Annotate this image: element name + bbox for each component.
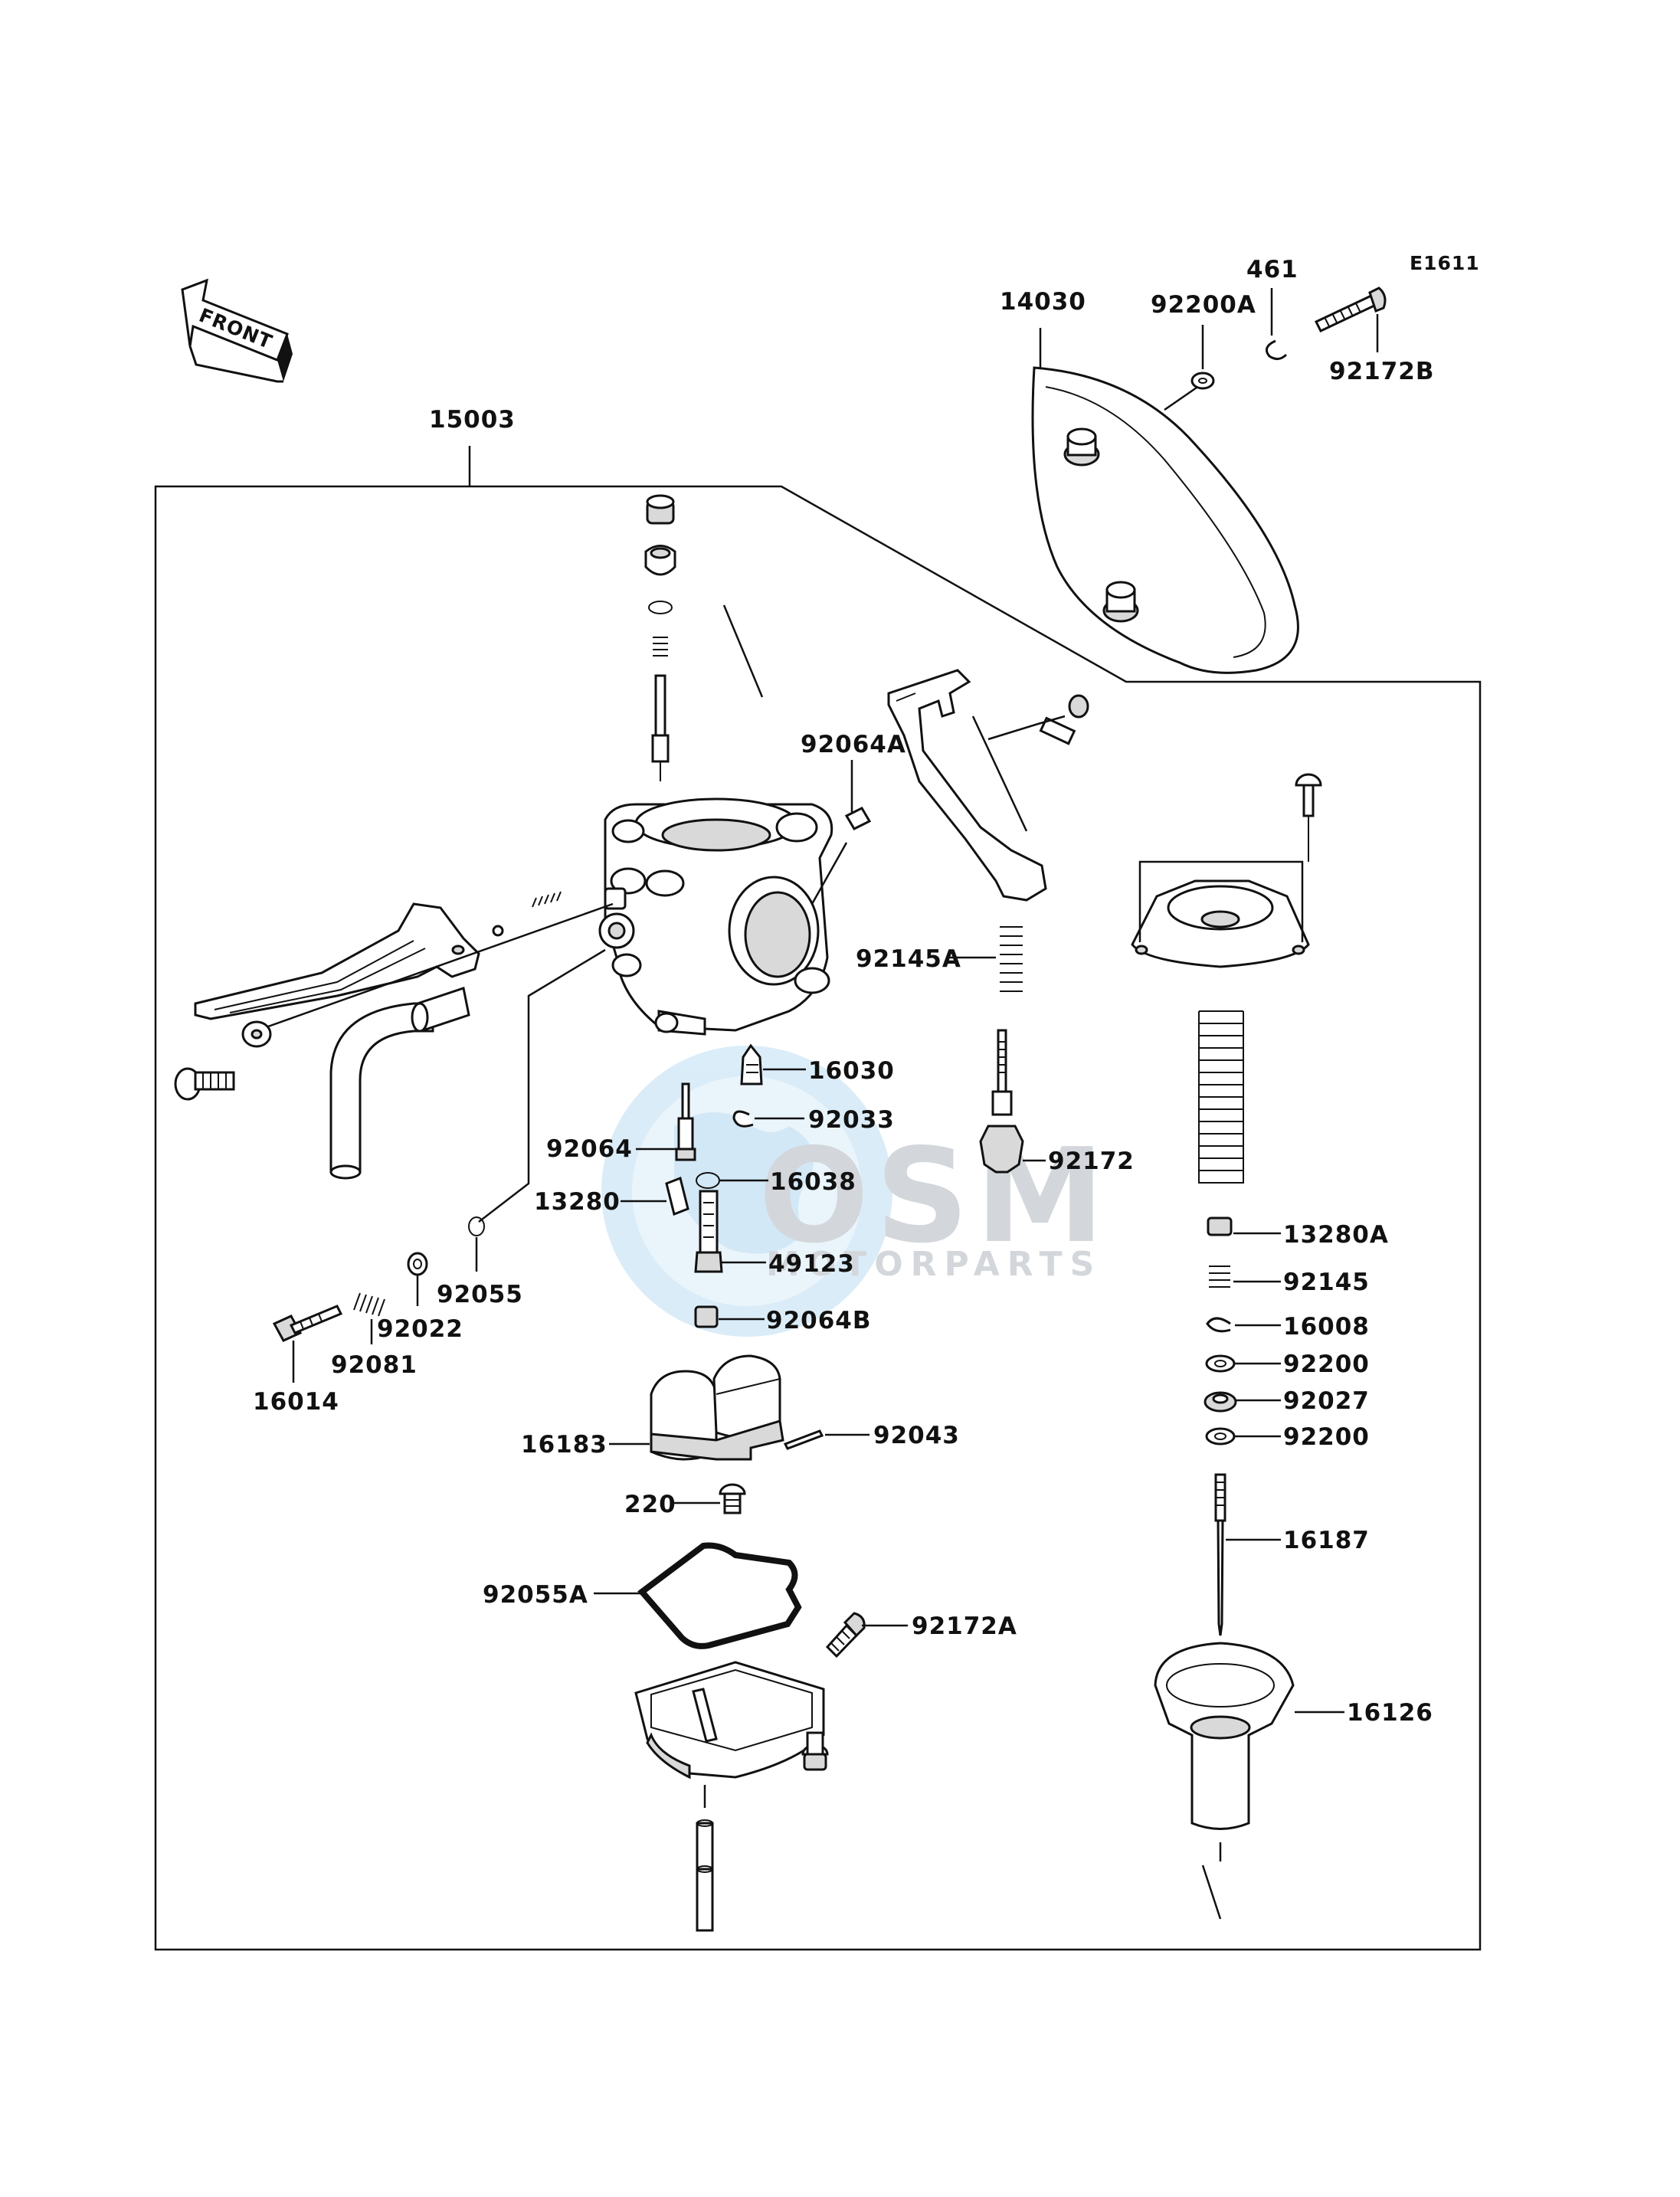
front-label: FRONT [196, 304, 276, 354]
label-92200-1: 92200 [1283, 1351, 1370, 1378]
label-16030: 16030 [808, 1057, 895, 1085]
label-92064: 92064 [546, 1135, 633, 1163]
label-16183: 16183 [521, 1431, 607, 1459]
label-92145: 92145 [1283, 1269, 1370, 1296]
cover-14030 [1031, 366, 1299, 674]
label-16038: 16038 [770, 1168, 856, 1196]
carburetor-body [598, 797, 833, 1036]
label-220: 220 [624, 1491, 676, 1518]
label-16126: 16126 [1347, 1699, 1433, 1727]
label-14030: 14030 [1000, 288, 1086, 316]
label-92200A: 92200A [1151, 291, 1256, 319]
pilot-screw-16014 [272, 1305, 343, 1342]
watermark-brand: OSM [758, 1121, 1111, 1272]
float-16183 [650, 1354, 784, 1461]
throttle-lever [194, 902, 504, 1020]
label-92022: 92022 [377, 1315, 463, 1343]
label-92027: 92027 [1283, 1387, 1370, 1415]
label-92033: 92033 [808, 1106, 895, 1134]
piston-16126 [1154, 1642, 1295, 1830]
diaphragm-cover [1131, 879, 1310, 968]
label-92145A: 92145A [856, 945, 961, 973]
label-92064B: 92064B [766, 1307, 871, 1334]
label-92064A: 92064A [801, 731, 906, 758]
screw-92172 [979, 1029, 1024, 1174]
label-13280A: 13280A [1283, 1221, 1389, 1249]
diagram-code: E1611 [1410, 252, 1480, 274]
slide-stack [644, 494, 676, 781]
label-92172: 92172 [1048, 1148, 1135, 1175]
label-49123: 49123 [768, 1250, 855, 1278]
screw-left [174, 1067, 235, 1101]
screw-92172B [1314, 286, 1387, 332]
label-461: 461 [1246, 256, 1298, 283]
front-arrow-icon: FRONT [181, 278, 293, 383]
label-16187: 16187 [1283, 1527, 1370, 1554]
label-92043: 92043 [873, 1422, 960, 1449]
label-16014: 16014 [253, 1388, 339, 1416]
assembly-frame [154, 485, 1482, 1951]
label-92055A: 92055A [483, 1581, 588, 1609]
label-92172A: 92172A [912, 1613, 1017, 1640]
label-13280: 13280 [534, 1188, 621, 1216]
watermark-sub: MOTORPARTS [766, 1245, 1102, 1284]
float-bowl [634, 1661, 825, 1780]
label-92172B: 92172B [1329, 358, 1434, 385]
label-92081: 92081 [331, 1351, 418, 1379]
label-16008: 16008 [1283, 1313, 1370, 1341]
label-92055: 92055 [437, 1281, 523, 1308]
label-92200-2: 92200 [1283, 1423, 1370, 1451]
throttle-bracket [887, 669, 1089, 902]
gasket-92055A [637, 1542, 802, 1649]
screw-92172A [825, 1612, 866, 1658]
label-15003: 15003 [429, 406, 516, 434]
